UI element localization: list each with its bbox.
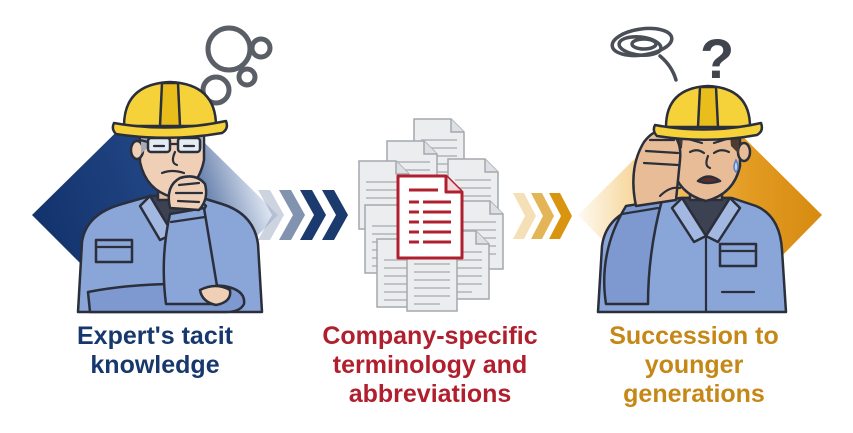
young-sleeve-cuff bbox=[620, 206, 660, 216]
navy-chevron-1 bbox=[258, 190, 284, 240]
label-line: terminology and bbox=[332, 351, 528, 379]
thought-bubbles-icon bbox=[200, 25, 273, 106]
label-line: Succession to bbox=[609, 322, 779, 350]
label-line: generations bbox=[623, 380, 765, 408]
navy-chevron-2 bbox=[279, 190, 305, 240]
chevron-arrows-icon bbox=[258, 190, 348, 240]
label-line: Company-specific bbox=[322, 322, 538, 350]
thought-bubble-small bbox=[249, 36, 273, 60]
gold-chevron-3 bbox=[549, 193, 572, 239]
red-document-fold bbox=[444, 176, 462, 194]
expert-glasses-bridge bbox=[138, 138, 180, 146]
navy-chevron-3 bbox=[300, 190, 326, 240]
scribble-loop-inner bbox=[630, 37, 658, 51]
young-helmet-ridge bbox=[696, 85, 720, 129]
young-nose bbox=[705, 154, 712, 170]
chevron-arrows-icon bbox=[513, 193, 572, 239]
thought-bubble-medium bbox=[200, 74, 232, 106]
young-collar-right bbox=[704, 196, 742, 244]
expert-helmet-ridge bbox=[158, 81, 182, 128]
young-ear bbox=[736, 141, 752, 163]
expert-helmet-brim bbox=[111, 119, 229, 140]
expert-collar-left bbox=[138, 194, 175, 242]
young-sweat-drop bbox=[733, 158, 739, 174]
young-chest-pocket bbox=[718, 242, 758, 268]
red-document-sheet bbox=[396, 174, 464, 260]
gold-chevron-2 bbox=[531, 193, 554, 239]
young-collar-left bbox=[670, 196, 708, 244]
label-company-terminology: Company-specific terminology and abbrevi… bbox=[300, 322, 560, 409]
young-finger-lines bbox=[642, 138, 682, 198]
label-succession-younger-generations: Succession to younger generations bbox=[564, 322, 824, 409]
thought-bubble-tiny bbox=[236, 66, 258, 88]
young-eye-left bbox=[688, 149, 706, 155]
thought-bubble-large bbox=[205, 25, 253, 73]
gold-chevron-1 bbox=[513, 193, 536, 239]
label-expert-tacit-knowledge: Expert's tacit knowledge bbox=[25, 322, 285, 380]
label-line: abbreviations bbox=[348, 380, 512, 408]
red-document-lines bbox=[409, 188, 451, 244]
expert-raised-arm bbox=[162, 206, 222, 306]
young-mouth bbox=[696, 175, 722, 185]
expert-chest-pocket bbox=[94, 238, 134, 264]
expert-nose bbox=[171, 150, 179, 167]
expert-sleeve-cuff bbox=[169, 215, 207, 224]
label-line: Expert's tacit bbox=[76, 322, 233, 350]
label-line: younger bbox=[644, 351, 744, 379]
young-eye-right bbox=[712, 149, 731, 155]
expert-mouth bbox=[160, 169, 186, 175]
expert-lower-hand bbox=[198, 284, 232, 307]
label-line: knowledge bbox=[90, 351, 220, 379]
young-worker-icon bbox=[596, 84, 788, 314]
confusion-scribble-icon bbox=[610, 26, 678, 82]
navy-chevron-4 bbox=[322, 190, 348, 240]
expert-finger-lines bbox=[174, 181, 204, 204]
red-document-icon bbox=[396, 174, 464, 260]
question-mark-icon: ? bbox=[700, 27, 734, 90]
scribble-tail bbox=[658, 54, 678, 82]
young-face-hand bbox=[632, 129, 682, 208]
scribble-loop-middle bbox=[617, 35, 663, 57]
expert-worker-icon bbox=[76, 80, 264, 314]
young-helmet-brim bbox=[652, 121, 764, 142]
